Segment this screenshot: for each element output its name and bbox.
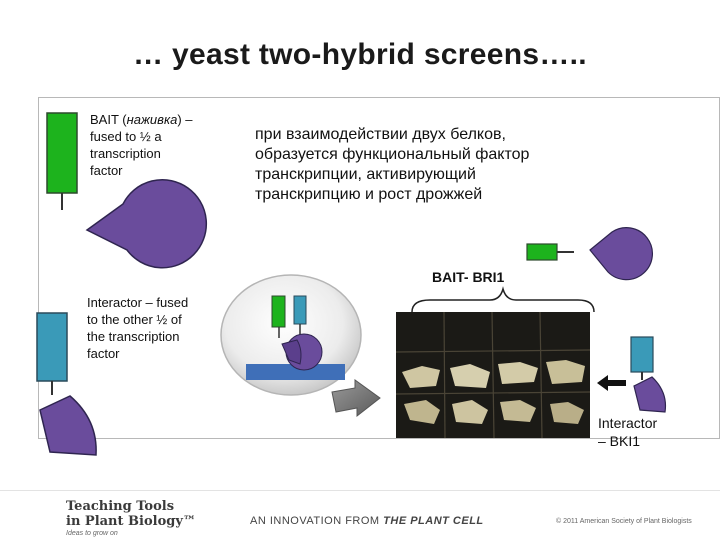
- interactor-description: Interactor – fused to the other ½ of the…: [87, 294, 227, 362]
- ru-line2: образуется функциональный фактор: [255, 146, 530, 163]
- bait-line1: BAIT (: [90, 112, 127, 127]
- logo-text-line1: Teaching Tools: [66, 499, 175, 514]
- logo-text-line2: in Plant Biology™: [66, 514, 196, 529]
- complex-teal-domain: [293, 295, 307, 325]
- bait-line1-end: ) –: [177, 112, 193, 127]
- ru-line3: транскрипции, активирующий: [255, 166, 476, 183]
- complex-purple-wedge: [281, 339, 302, 365]
- bait-bri1-label: BAIT- BRI1: [432, 269, 505, 285]
- copyright-notice: © 2011 American Society of Plant Biologi…: [556, 518, 692, 525]
- innovation-credit: AN INNOVATION FROM THE PLANT CELL: [250, 515, 484, 527]
- bait-line3: transcription: [90, 146, 161, 161]
- innovation-brand: THE PLANT CELL: [383, 515, 484, 527]
- bait-green-domain: [46, 112, 78, 194]
- grey-arrow: [331, 379, 381, 418]
- bri1-purple-domain: [589, 227, 653, 281]
- bait-line4: factor: [90, 163, 123, 178]
- bait-line2: fused to ½ a: [90, 129, 162, 144]
- interactor-line3: the transcription: [87, 329, 180, 344]
- logo-tagline: Ideas to grow on: [66, 530, 118, 537]
- innovation-prefix: AN INNOVATION FROM: [250, 515, 384, 527]
- interactor-teal-domain: [36, 312, 68, 382]
- bait-russian-word: наживка: [126, 112, 178, 127]
- slide-title: … yeast two-hybrid screens…..: [133, 38, 587, 71]
- bait-description: BAIT (наживка) – fused to ½ a transcript…: [90, 111, 230, 179]
- bait-purple-domain: [85, 179, 208, 269]
- ru-line4: транскрипцию и рост дрожжей: [255, 186, 483, 203]
- bri1-green-domain: [526, 243, 558, 261]
- footer-bar: [0, 490, 720, 541]
- interactor-line2: to the other ½ of: [87, 312, 182, 327]
- bki1-line2: – BKI1: [598, 433, 641, 449]
- bki1-purple-domain: [633, 376, 667, 413]
- ru-line1: при взаимодействии двух белков,: [255, 126, 506, 143]
- bki1-teal-domain: [630, 336, 654, 373]
- russian-explanation: при взаимодействии двух белков, образует…: [255, 125, 615, 205]
- bki1-line1: Interactor: [598, 415, 658, 431]
- complex-green-domain: [271, 295, 286, 328]
- dna-bar: [246, 364, 345, 380]
- black-arrow: [597, 375, 626, 391]
- interactor-purple-domain: [39, 395, 97, 456]
- interactor-line1: Interactor – fused: [87, 295, 189, 310]
- yeast-plate-photo: [395, 311, 591, 439]
- interactor-line4: factor: [87, 346, 120, 361]
- interactor-bki1-label: Interactor – BKI1: [598, 414, 657, 450]
- bracket: [411, 286, 595, 313]
